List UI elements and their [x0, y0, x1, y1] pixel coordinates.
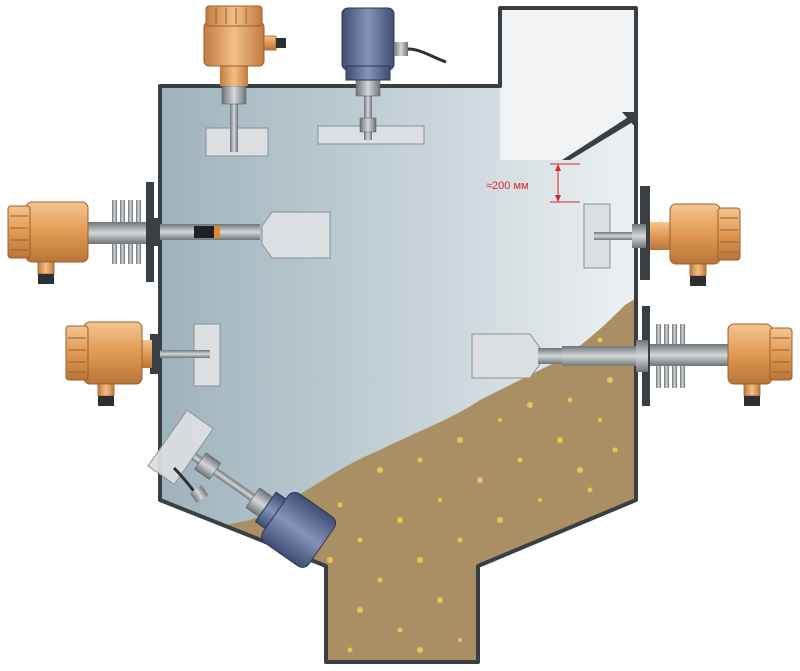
coupling — [194, 226, 218, 238]
cable-gland — [37, 261, 55, 275]
extension-tube — [562, 346, 646, 366]
housing — [203, 21, 265, 67]
flange — [150, 334, 160, 374]
housing-lid — [769, 327, 793, 381]
housing-base — [345, 65, 391, 81]
material-grains — [283, 337, 618, 653]
housing — [261, 491, 337, 568]
sensor-left-lower — [65, 321, 221, 406]
cable-gland-cap — [744, 396, 760, 406]
neck — [140, 340, 152, 368]
housing — [341, 7, 395, 71]
mount-nut — [355, 79, 381, 97]
mount-ring — [636, 340, 648, 372]
inlet-chute — [500, 8, 636, 160]
housing-lid — [7, 205, 31, 259]
neck — [220, 64, 248, 86]
cone-sensor-gland — [189, 485, 209, 503]
housing-lid — [717, 207, 741, 261]
lid-ribs — [772, 337, 790, 373]
cable-gland — [263, 35, 277, 51]
shaft-hub — [538, 348, 564, 364]
housing-lid — [65, 325, 89, 381]
paddle — [261, 211, 331, 259]
paddle — [147, 409, 214, 485]
shaft-hub — [194, 452, 222, 480]
cable-gland-cap — [98, 396, 114, 406]
lid-ribs — [10, 215, 28, 251]
mount-nut — [632, 224, 646, 248]
sensor-top-left — [203, 5, 286, 157]
cable-gland-cap — [38, 274, 54, 284]
lid-ribs — [215, 8, 247, 24]
housing — [25, 201, 89, 263]
shaft — [230, 100, 238, 152]
shaft-hub — [359, 117, 377, 133]
sensor-right-upper — [583, 186, 741, 286]
housing — [727, 323, 773, 385]
neck — [88, 222, 146, 244]
sensor-top-center — [317, 7, 447, 145]
cable-gland — [689, 263, 707, 277]
cable — [407, 47, 447, 64]
housing-lid — [205, 5, 263, 27]
housing — [669, 203, 721, 265]
sensor-left-upper — [7, 182, 331, 284]
sensor-right-lower — [471, 306, 793, 406]
housing — [83, 321, 143, 385]
sensor-cone-angled — [147, 409, 337, 568]
mount-nut — [221, 85, 247, 105]
lid-ribs — [720, 217, 738, 253]
inlet-baffle — [562, 112, 636, 160]
cable-gland — [394, 42, 408, 56]
cable-gland-cap — [690, 276, 706, 286]
cable-gland-cap — [276, 38, 286, 48]
dimension-marker: ≈200 мм — [486, 163, 580, 203]
paddle — [471, 333, 541, 379]
lid-ribs — [68, 337, 86, 373]
flange — [146, 182, 154, 282]
dimension-label: ≈200 мм — [486, 180, 529, 192]
mount-plate — [154, 218, 160, 246]
shaft — [160, 350, 210, 358]
shaft — [594, 232, 640, 240]
neck — [650, 222, 672, 250]
coupling-ring — [214, 226, 220, 238]
cable-gland — [743, 383, 761, 397]
vessel — [158, 6, 638, 664]
inlet-baffle-tip — [622, 112, 636, 128]
cable-gland — [97, 383, 115, 397]
neck — [650, 344, 730, 366]
